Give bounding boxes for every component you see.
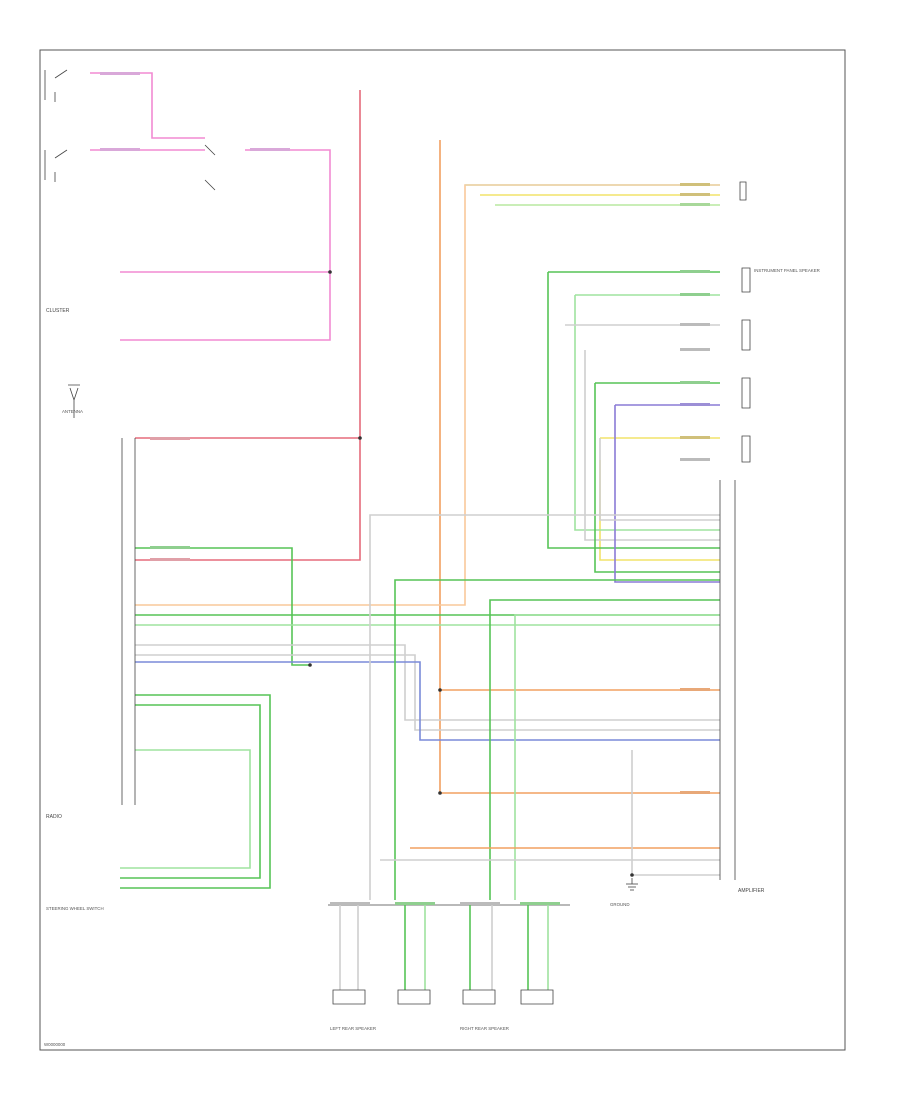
wire-green-13 [120, 694, 271, 889]
wire-gray-6 [369, 514, 720, 900]
wire-gray-5 [135, 654, 720, 731]
wires [90, 72, 720, 900]
label-left-rear-speaker: LEFT REAR SPEAKER [330, 1026, 376, 1031]
speaker-right-rear-lower [520, 905, 554, 1005]
bottom-speakers [328, 904, 570, 1005]
wire-gray-3 [599, 438, 720, 521]
wire-green-15 [120, 749, 251, 869]
wire-pink-3 [120, 149, 331, 341]
label-instrument-panel-speaker: INSTRUMENT PANEL SPEAKER [754, 268, 820, 273]
speaker-icon [739, 181, 747, 201]
radio-connector [121, 438, 136, 805]
wire-code-labels [100, 72, 710, 905]
wire-green-11 [514, 614, 720, 900]
antenna-icon [68, 384, 80, 418]
wire-violet-2 [614, 405, 720, 583]
wire-blue-1 [135, 661, 720, 741]
steering-switches [44, 69, 216, 191]
speaker-left-rear-lower [397, 905, 431, 1005]
speaker-left-rear-upper [332, 905, 366, 1005]
label-right-rear-speaker: RIGHT REAR SPEAKER [460, 1026, 509, 1031]
wire-green-12 [489, 599, 720, 900]
wire-orange-1 [439, 140, 720, 794]
wire-green-6 [594, 383, 720, 573]
label-antenna: ANTENNA [62, 409, 83, 414]
wire-green-14 [120, 704, 261, 879]
wire-gray-8 [631, 750, 720, 876]
speaker-icon [741, 267, 751, 293]
diagram-frame [39, 49, 846, 1051]
wire-red-1 [135, 90, 361, 439]
label-radio: RADIO [46, 814, 62, 820]
wire-green-2 [547, 272, 720, 549]
speaker-icon [741, 319, 751, 351]
wire-pink-1 [90, 72, 205, 139]
wire-yellow-3 [599, 460, 720, 561]
speaker-right-rear-upper [462, 905, 496, 1005]
label-amplifier: AMPLIFIER [738, 888, 765, 894]
label-cluster: CLUSTER [46, 308, 70, 314]
wire-green-10 [394, 579, 720, 900]
label-ground: GROUND [610, 902, 630, 907]
speaker-icon [741, 377, 751, 409]
wire-gray-2 [584, 350, 720, 541]
ground-icon [626, 878, 638, 891]
wire-orange-3 [135, 184, 720, 606]
junction-dots [308, 270, 634, 877]
wire-gray-4 [135, 644, 720, 721]
wire-green-4 [574, 295, 720, 531]
label-steering-switch: STEERING WHEEL SWITCH [46, 906, 104, 911]
speaker-group-top-right [739, 181, 751, 463]
diagram-code: W0000000 [44, 1042, 66, 1047]
amplifier-connector [719, 480, 736, 880]
wire-green-7 [135, 547, 310, 666]
wire-red-2 [135, 438, 361, 561]
speaker-icon [741, 435, 751, 463]
